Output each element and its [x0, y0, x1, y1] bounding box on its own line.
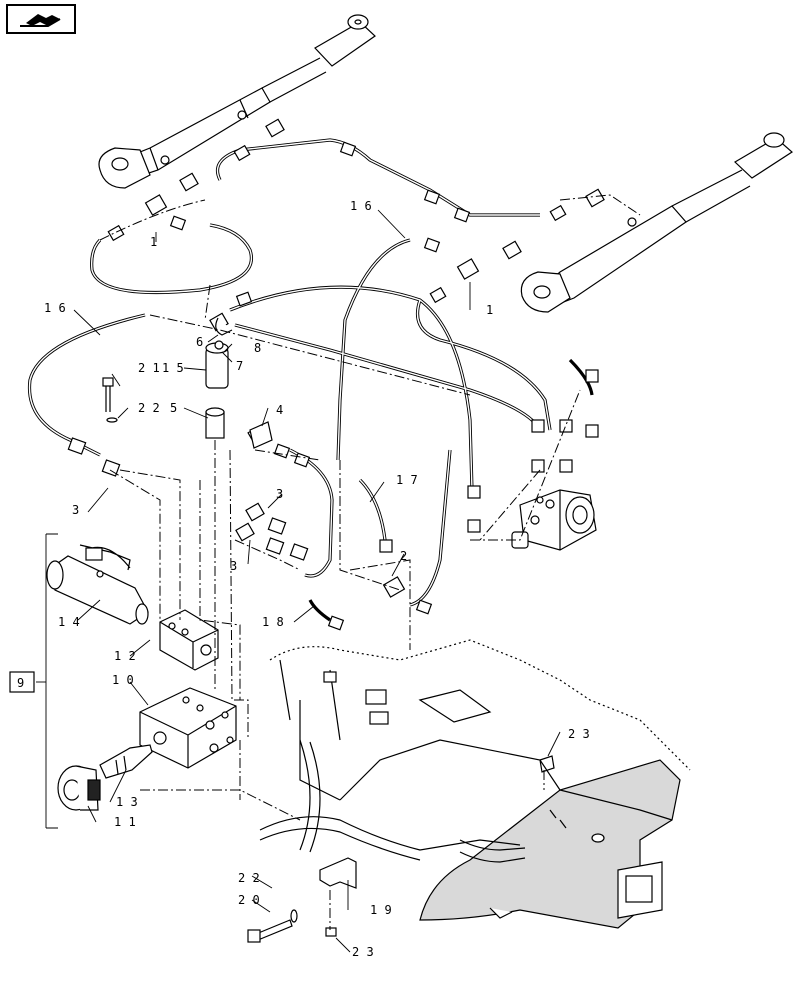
- callout-3: 3: [72, 503, 79, 517]
- cartridge-13: [99, 744, 153, 779]
- callout-14: 1 4: [58, 615, 80, 629]
- callout-10: 1 0: [112, 673, 134, 687]
- callout-labels: 1 1 2 3 3 3 4 5 6 7 8 9 1 0 1 1 1 2 1 3 …: [9, 199, 590, 959]
- callout-6: 6: [196, 335, 203, 349]
- callout-15: 1 5: [162, 361, 184, 375]
- next-page-button[interactable]: [6, 4, 76, 34]
- callout-1: 1: [150, 235, 157, 249]
- cylinder-right: [520, 132, 793, 313]
- coil-11: [57, 765, 101, 811]
- solenoid-valve-14: [46, 544, 149, 625]
- cylinder-left: [98, 14, 376, 189]
- callout-1: 1: [486, 303, 493, 317]
- callout-4: 4: [276, 403, 283, 417]
- callout-16: 1 6: [350, 199, 372, 213]
- callout-23: 2 3: [352, 945, 374, 959]
- callout-22: 2 2: [238, 871, 260, 885]
- callout-19: 1 9: [370, 903, 392, 917]
- check-valve-stack: [205, 317, 233, 439]
- callout-21: 2 1: [138, 361, 160, 375]
- hoses: [27, 138, 594, 622]
- callout-11: 1 1: [114, 815, 136, 829]
- callout-20: 2 0: [238, 893, 260, 907]
- callout-23: 2 3: [568, 727, 590, 741]
- phantom-lines: [99, 194, 641, 930]
- valve-block-10: [139, 687, 237, 769]
- callout-16: 1 6: [44, 301, 66, 315]
- next-page-arrow-icon: [20, 14, 61, 27]
- manifold-block-12: [159, 609, 219, 671]
- leader-lines: [36, 209, 561, 953]
- callout-17: 1 7: [396, 473, 418, 487]
- callout-12: 1 2: [114, 649, 136, 663]
- callout-18: 1 8: [262, 615, 284, 629]
- callout-5: 5: [170, 401, 177, 415]
- bolt-21: [102, 377, 118, 423]
- callout-22: 2 2: [138, 401, 160, 415]
- callout-3: 3: [276, 487, 283, 501]
- bracket-19: [319, 857, 357, 889]
- tractor-frame: [259, 639, 691, 929]
- fittings: [67, 118, 605, 631]
- callout-9: 9: [17, 676, 24, 690]
- callout-2: 2: [400, 549, 407, 563]
- callout-13: 1 3: [116, 795, 138, 809]
- callout-8: 8: [254, 341, 261, 355]
- callout-7: 7: [236, 359, 243, 373]
- callout-3: 3: [230, 559, 237, 573]
- steering-valve: [511, 489, 597, 551]
- bolt-20: [247, 909, 298, 943]
